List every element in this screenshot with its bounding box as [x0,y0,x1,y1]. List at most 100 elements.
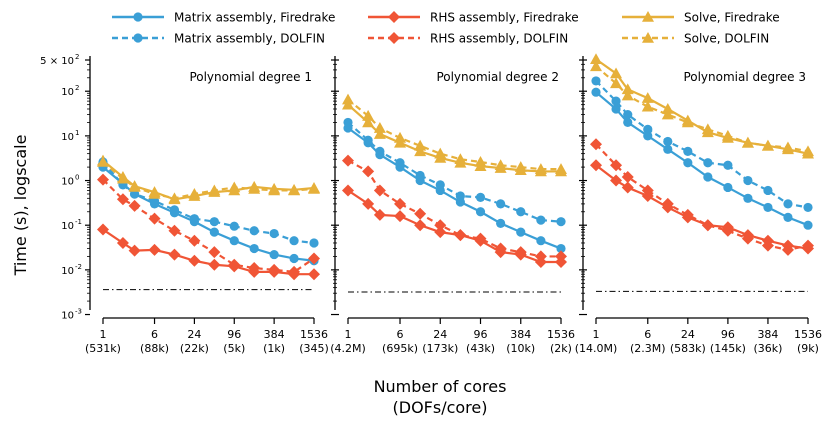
panel-title: Polynomial degree 2 [436,70,559,84]
x-tick-label: 1 [100,328,107,341]
data-point [208,246,221,259]
x-tick-label: 6 [151,328,158,341]
x-tick-sublabel: (173k) [422,342,458,355]
data-point [621,89,634,101]
legend-item-matrix-assembly-dolfin: Matrix assembly, DOLFIN [112,32,325,46]
x-tick-label: 1536 [300,328,328,341]
data-point [621,181,634,194]
data-point [308,252,320,265]
data-point [373,128,386,139]
legend-marker [642,11,654,22]
legend-item-rhs-assembly-firedrake: RHS assembly, Firedrake [368,11,579,25]
legend-marker [133,12,143,22]
data-point [611,96,621,106]
data-point [621,83,634,95]
panel-title: Polynomial degree 1 [189,70,312,84]
series-solve-dolfin [590,60,814,157]
x-tick-sublabel: (22k) [180,342,209,355]
data-point [556,243,566,254]
data-point [414,219,427,232]
legend-label: Solve, Firedrake [684,11,780,25]
data-point [663,136,673,147]
data-point [208,258,221,271]
x-tick-label: 6 [397,328,404,341]
series-solve-dolfin [342,93,567,174]
data-point [289,253,299,264]
data-point [591,76,601,86]
legend-item-matrix-assembly-firedrake: Matrix assembly, Firedrake [112,11,335,25]
x-tick-label: 96 [721,328,735,341]
legend-marker [642,32,654,43]
data-point [269,228,279,239]
data-point [534,163,547,174]
data-point [209,217,219,227]
x-tick-sublabel: (345) [299,342,329,355]
data-point [591,87,601,97]
data-point [168,192,181,204]
data-point [741,232,754,245]
y-tick-exponent: -1 [75,218,82,226]
data-point [373,184,386,197]
legend-item-solve-dolfin: Solve, DOLFIN [622,32,769,46]
x-tick-label: 384 [510,328,531,341]
x-tick-label: 1536 [547,328,575,341]
data-point [228,258,241,271]
data-point [362,116,375,128]
data-point [248,182,261,194]
data-point [373,122,386,133]
data-point [342,184,354,197]
x-tick-sublabel: (9k) [797,342,819,355]
data-point [148,187,161,199]
x-tick-sublabel: (5k) [223,342,245,355]
data-point [701,219,714,232]
data-point [362,109,375,121]
data-point [781,141,794,153]
data-point [435,180,445,190]
x-tick-label: 6 [644,328,651,341]
data-point [556,217,566,227]
data-point [803,202,813,213]
data-point [743,175,753,186]
data-point [590,159,602,172]
x-tick-label: 384 [264,328,285,341]
chart-panels: 1(531k)6(88k)24(22k)96(5k)384(1k)1536(34… [85,53,822,355]
data-point [496,218,506,228]
data-point [97,156,109,167]
x-tick-sublabel: (695k) [382,342,418,355]
data-point [342,154,354,167]
x-tick-label: 1536 [794,328,822,341]
data-point [434,226,447,239]
series-rhs-assembly-dolfin [342,154,567,263]
data-point [148,212,161,225]
data-point [641,184,654,197]
data-point [229,221,239,231]
data-point [116,236,129,249]
data-point [516,227,526,237]
data-point [455,191,465,201]
data-point [308,268,320,281]
data-point [362,165,375,178]
data-point [643,131,653,141]
data-point [288,184,301,196]
x-tick-label: 384 [757,328,778,341]
data-point [414,207,427,220]
data-point [394,197,407,210]
data-point [643,124,653,134]
data-point [661,197,674,210]
data-point [641,92,654,103]
y-tick-exponent: 2 [75,53,79,61]
series-matrix-assembly-dolfin [343,117,566,227]
data-point [536,236,546,246]
data-point [363,135,373,145]
x-axis-label: Number of cores [374,377,507,396]
data-point [169,205,180,215]
series-solve-firedrake [342,98,567,177]
series-line [347,159,561,258]
data-point [394,131,407,143]
data-point [623,117,633,128]
data-point [610,174,623,187]
x-tick-label: 96 [474,328,488,341]
data-point [661,102,674,114]
data-point [516,207,526,217]
data-point [268,184,281,196]
